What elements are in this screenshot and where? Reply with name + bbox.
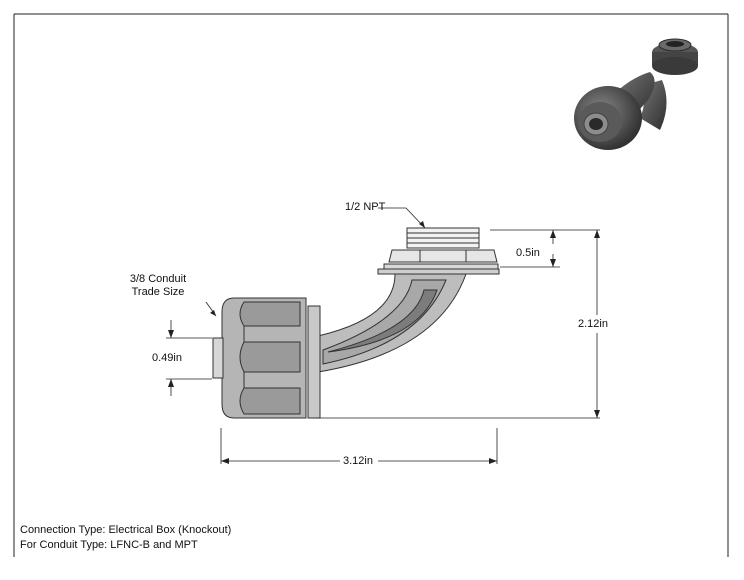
- conduit-callout-label: 3/8 Conduit Trade Size: [118, 273, 198, 299]
- conduit-callout-line-1: 3/8 Conduit: [129, 273, 187, 285]
- iso-render-image: [574, 38, 698, 150]
- dimension-arrows: [168, 221, 600, 464]
- dim-overall-height-label: 2.12in: [578, 318, 608, 330]
- npt-callout-label: 1/2 NPT: [345, 201, 386, 213]
- fitting-drawing: [212, 227, 500, 419]
- connection-type-note: Connection Type: Electrical Box (Knockou…: [20, 524, 232, 536]
- dim-overall-width-label: 3.12in: [343, 455, 373, 467]
- conduit-callout-line-2: Trade Size: [131, 286, 185, 298]
- conduit-type-note: For Conduit Type: LFNC-B and MPT: [20, 539, 198, 551]
- sheet-border: [13, 13, 729, 557]
- dimension-lines: [166, 207, 600, 464]
- dim-opening-label: 0.49in: [152, 352, 182, 364]
- dim-top-height-label: 0.5in: [516, 247, 540, 259]
